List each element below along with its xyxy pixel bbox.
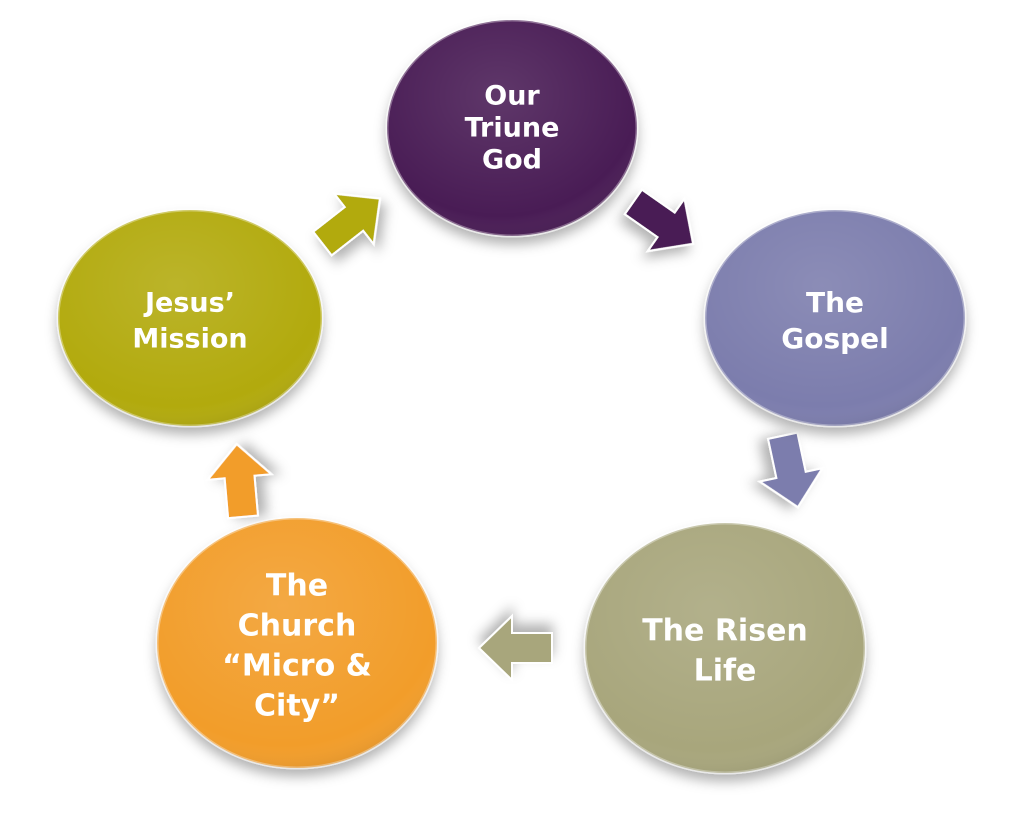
node-label-line: Mission [132, 323, 247, 354]
node-label-line: Church [238, 609, 357, 644]
arrow-church-to-jesus-mission [205, 442, 274, 520]
node-label-line: Jesus’ [143, 287, 235, 318]
arrow-jesus-mission-to-triune-god [311, 192, 382, 257]
node-jesus-mission: Jesus’ Mission [56, 208, 324, 428]
node-label-line: Life [694, 654, 757, 689]
node-label: Jesus’ Mission [132, 287, 247, 354]
node-shine [585, 523, 865, 773]
arrow-risen-life-to-church [477, 613, 553, 683]
node-label-line: The [266, 569, 328, 604]
node-label-line: Our [484, 80, 540, 111]
node-label-line: “Micro & [222, 649, 372, 684]
arrow-gospel-to-risen-life [757, 431, 825, 509]
node-shine [58, 210, 322, 426]
node-shine [705, 210, 965, 426]
node-label-line: The Risen [642, 614, 808, 649]
node-shine [387, 20, 637, 236]
node-label-line: Gospel [781, 322, 889, 355]
node-label-line: Triune [465, 112, 560, 143]
node-shine [157, 518, 437, 768]
arrow-triune-god-to-gospel [623, 188, 695, 253]
node-label-line: The [806, 286, 864, 319]
node-label-line: City” [254, 689, 340, 724]
node-label-line: God [482, 144, 542, 175]
